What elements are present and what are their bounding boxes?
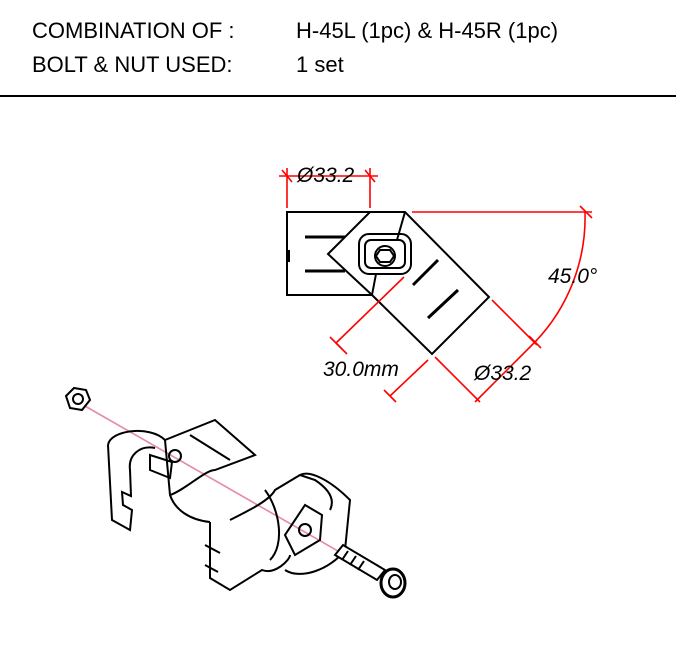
dimension-length: 30.0mm: [323, 358, 399, 381]
bolt-icon: [333, 543, 407, 599]
dimension-diameter-top: Ø33.2: [296, 164, 355, 187]
exploded-assembly: [64, 386, 407, 599]
right-clamp: [204, 472, 352, 592]
nut-icon: [64, 386, 92, 412]
dimension-lines: [279, 168, 593, 403]
combination-label: COMBINATION OF :: [32, 18, 235, 43]
dimension-angle: 45.0°: [548, 265, 597, 288]
combination-value: H-45L (1pc) & H-45R (1pc): [296, 18, 559, 43]
left-clamp: [107, 418, 257, 532]
joint-top-view: [286, 211, 491, 356]
header-divider: [0, 95, 676, 97]
dimension-diameter-angled: Ø33.2: [473, 362, 532, 385]
combination-row: COMBINATION OF : H-45L (1pc) & H-45R (1p…: [32, 18, 558, 44]
bolt-row: BOLT & NUT USED: 1 set: [32, 52, 344, 78]
bolt-value: 1 set: [296, 52, 344, 77]
bolt-label: BOLT & NUT USED:: [32, 52, 233, 77]
